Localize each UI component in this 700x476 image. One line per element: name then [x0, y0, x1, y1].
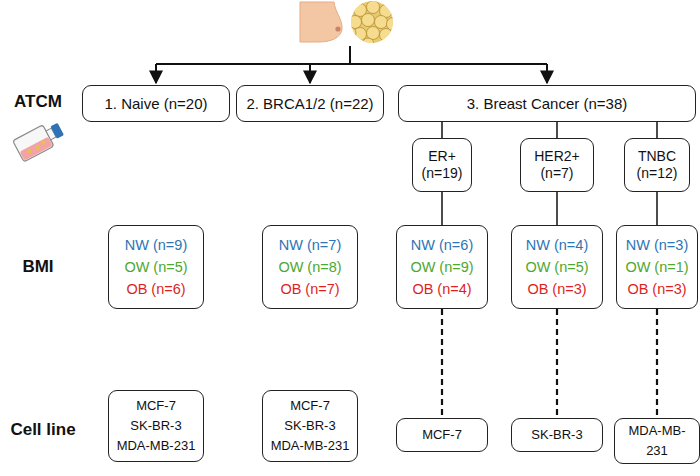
flask-medium	[20, 137, 53, 161]
cell-line-name: MDA-MB-231	[271, 436, 350, 456]
box-title: 1. Naive (n=20)	[105, 95, 208, 113]
row-label: Cell line	[2, 420, 84, 440]
flask-cap	[50, 123, 64, 139]
cell-line-box: MCF-7SK-BR-3MDA-MB-231	[108, 390, 204, 462]
bmi-category: OW (n=9)	[410, 256, 473, 278]
row-label: ATCM	[2, 92, 74, 112]
group-box: 1. Naive (n=20)	[82, 85, 230, 122]
cell-line-name: MCF-7	[422, 425, 462, 445]
branch-arrows	[156, 46, 547, 83]
cell-line-name: MDA-MB-231	[117, 436, 196, 456]
bmi-category: OW (n=5)	[525, 256, 588, 278]
bmi-box: NW (n=3)OW (n=1)OB (n=3)	[616, 225, 698, 309]
bmi-category: OB (n=3)	[627, 278, 686, 300]
bmi-category: OB (n=7)	[280, 278, 339, 300]
subtype-box: ER+ (n=19)	[412, 138, 472, 192]
group-box: 3. Breast Cancer (n=38)	[398, 85, 696, 122]
bmi-category: OB (n=6)	[126, 278, 185, 300]
branch-arrow	[546, 64, 548, 83]
dashed-connector	[441, 309, 443, 418]
cell-line-name: SK-BR-3	[284, 416, 335, 436]
adipose-illustration	[344, 1, 400, 51]
dashed-connector	[656, 309, 658, 418]
connector-line	[556, 192, 558, 225]
box-title: 2. BRCA1/2 (n=22)	[246, 95, 373, 113]
connector-line	[441, 122, 443, 138]
flask-cell	[35, 145, 40, 150]
bmi-category: OB (n=3)	[527, 278, 586, 300]
cell-line-box: MCF-7	[396, 418, 488, 452]
bmi-box: NW (n=4)OW (n=5)OB (n=3)	[511, 225, 603, 309]
connector-line	[441, 192, 443, 225]
row-label: BMI	[2, 257, 74, 277]
breast-shape	[300, 2, 342, 42]
cell-line-name: SK-BR-3	[130, 416, 181, 436]
cell-line-box: MCF-7SK-BR-3MDA-MB-231	[262, 390, 358, 462]
bmi-category: NW (n=4)	[526, 234, 588, 256]
branch-arrow	[309, 64, 311, 83]
connector-line	[656, 122, 658, 138]
cell-line-name: MCF-7	[290, 396, 330, 416]
cell-line-name: MCF-7	[136, 396, 176, 416]
branch-line	[156, 63, 547, 65]
connector-line	[556, 122, 558, 138]
box-title: TNBC (n=12)	[629, 148, 685, 182]
box-title: 3. Breast Cancer (n=38)	[467, 95, 628, 113]
cell-line-box: SK-BR-3	[511, 418, 603, 452]
bmi-box: NW (n=7)OW (n=8)OB (n=7)	[262, 225, 358, 309]
bmi-category: OW (n=1)	[625, 256, 688, 278]
bmi-box: NW (n=9)OW (n=5)OB (n=6)	[108, 225, 204, 309]
subtype-box: HER2+ (n=7)	[520, 138, 594, 192]
bmi-category: NW (n=9)	[125, 234, 187, 256]
bmi-category: OB (n=4)	[412, 278, 471, 300]
box-title: HER2+ (n=7)	[525, 148, 589, 182]
subtype-box: TNBC (n=12)	[624, 138, 690, 192]
bmi-box: NW (n=6)OW (n=9)OB (n=4)	[396, 225, 488, 309]
flask-cell	[27, 148, 32, 153]
bmi-category: OW (n=8)	[278, 256, 341, 278]
bmi-category: NW (n=7)	[279, 234, 341, 256]
bmi-category: NW (n=6)	[411, 234, 473, 256]
group-box: 2. BRCA1/2 (n=22)	[236, 85, 384, 122]
flask-cell	[40, 140, 45, 145]
branch-arrow	[155, 64, 157, 83]
cell-line-box: MDA-MB-231	[614, 418, 700, 464]
bmi-category: NW (n=3)	[626, 234, 688, 256]
culture-flask-icon	[13, 118, 67, 162]
breast-illustration	[300, 2, 342, 42]
box-title: ER+ (n=19)	[417, 148, 467, 182]
dashed-connector	[556, 309, 558, 418]
cell-line-name: MDA-MB-231	[619, 421, 695, 461]
bmi-category: OW (n=5)	[124, 256, 187, 278]
stem-line	[349, 46, 351, 64]
cell-line-name: SK-BR-3	[531, 425, 582, 445]
adipocytes	[344, 1, 400, 51]
nipple	[335, 26, 340, 31]
connector-line	[656, 192, 658, 225]
